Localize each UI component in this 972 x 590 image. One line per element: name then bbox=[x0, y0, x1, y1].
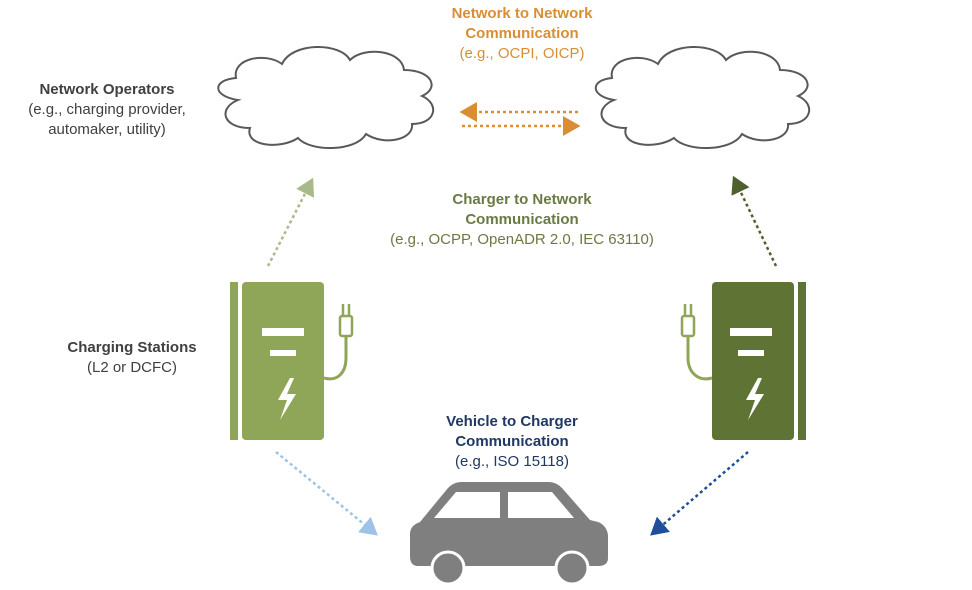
network-operators-title: Network Operators bbox=[39, 81, 175, 98]
cloud-icon-right bbox=[594, 46, 811, 149]
network-operators-label: Network Operators (e.g., charging provid… bbox=[0, 80, 214, 140]
charging-stations-title: Charging Stations bbox=[67, 339, 197, 356]
vehicle-to-charger-examples: (e.g., ISO 15118) bbox=[455, 453, 569, 470]
plug-connector-icon-left bbox=[338, 304, 354, 338]
lightning-bolt-icon-left bbox=[278, 378, 296, 420]
car-icon bbox=[410, 482, 608, 586]
cloud-icon-left bbox=[217, 46, 435, 149]
vehicle-to-charger-title-2: Communication bbox=[455, 433, 569, 450]
network-to-network-title-2: Communication bbox=[465, 25, 579, 42]
arrow-right-charger-to-vehicle bbox=[650, 451, 749, 536]
vehicle-to-charger-title-1: Vehicle to Charger bbox=[446, 413, 578, 430]
charging-cable-left bbox=[323, 336, 348, 381]
charger-to-network-label: Charger to Network Communication (e.g., … bbox=[336, 190, 708, 250]
lightning-bolt-icon-right bbox=[746, 378, 764, 420]
arrow-left-charger-to-network bbox=[266, 177, 315, 267]
plug-connector-icon-right bbox=[680, 304, 696, 338]
network-to-network-title-1: Network to Network bbox=[451, 5, 593, 22]
network-to-network-examples: (e.g., OCPI, OICP) bbox=[459, 45, 585, 62]
charging-station-icon-right bbox=[680, 282, 806, 440]
network-to-network-label: Network to Network Communication (e.g., … bbox=[392, 4, 652, 64]
charger-to-network-title-2: Communication bbox=[465, 211, 579, 228]
charger-to-network-title-1: Charger to Network bbox=[452, 191, 592, 208]
arrow-right-charger-to-network bbox=[731, 175, 778, 267]
network-operators-desc-2: automaker, utility) bbox=[48, 121, 166, 138]
charging-cable-right bbox=[686, 336, 713, 381]
network-operators-desc-1: (e.g., charging provider, bbox=[28, 101, 186, 118]
arrow-left-charger-to-vehicle bbox=[275, 451, 378, 536]
vehicle-to-charger-label: Vehicle to Charger Communication (e.g., … bbox=[396, 412, 628, 472]
charging-stations-label: Charging Stations (L2 or DCFC) bbox=[40, 338, 224, 378]
charger-to-network-examples: (e.g., OCPP, OpenADR 2.0, IEC 63110) bbox=[390, 231, 654, 248]
charging-station-icon-left bbox=[230, 282, 354, 440]
charging-stations-desc: (L2 or DCFC) bbox=[86, 359, 177, 376]
